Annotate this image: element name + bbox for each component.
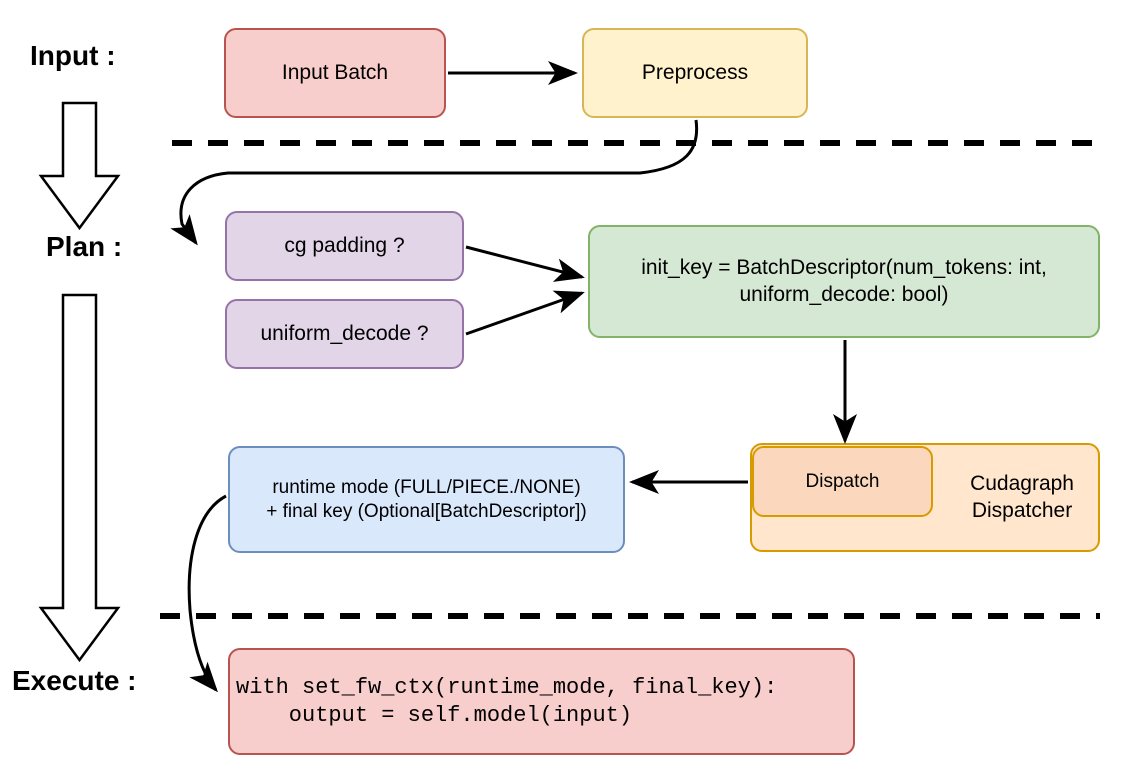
node-dispatch[interactable]: Dispatch bbox=[752, 446, 933, 517]
block-arrow-input-to-plan bbox=[38, 101, 121, 231]
node-uniform-decode[interactable]: uniform_decode ? bbox=[225, 299, 464, 369]
node-init-key[interactable]: init_key = BatchDescriptor(num_tokens: i… bbox=[588, 225, 1100, 338]
stage-label-input: Input : bbox=[30, 40, 116, 71]
node-execute-code[interactable]: with set_fw_ctx(runtime_mode, final_key)… bbox=[228, 648, 855, 755]
node-preprocess[interactable]: Preprocess bbox=[582, 28, 808, 118]
stage-label-execute: Execute : bbox=[12, 665, 137, 696]
block-arrow-plan-to-execute bbox=[38, 293, 121, 663]
connector-uniform-decode-to-init-key bbox=[465, 290, 585, 336]
node-input-batch[interactable]: Input Batch bbox=[224, 28, 446, 118]
connector-cg-padding-to-init-key bbox=[465, 245, 585, 282]
node-runtime-mode[interactable]: runtime mode (FULL/PIECE./NONE) + final … bbox=[228, 446, 625, 553]
stage-label-plan: Plan : bbox=[46, 231, 123, 262]
node-cg-padding[interactable]: cg padding ? bbox=[225, 211, 464, 281]
connector-runtime-mode-to-execute-code bbox=[187, 494, 227, 693]
